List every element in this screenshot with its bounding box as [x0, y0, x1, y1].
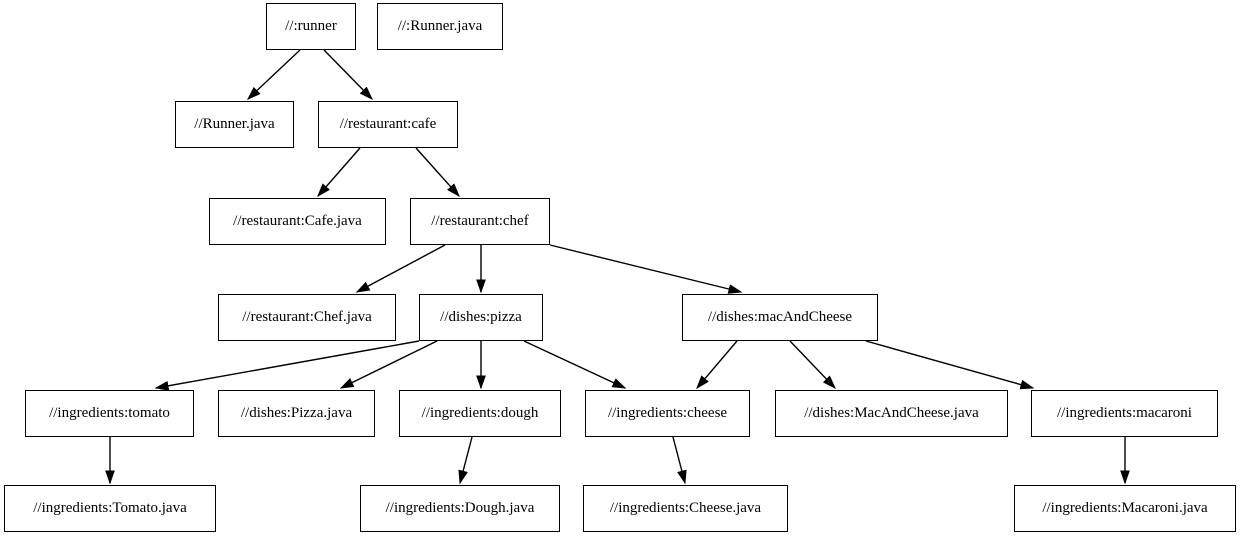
- graph-node-ing_tomato[interactable]: //ingredients:tomato: [25, 390, 194, 437]
- graph-node-dishes_mac[interactable]: //dishes:macAndCheese: [682, 294, 878, 341]
- graph-node-dough_java[interactable]: //ingredients:Dough.java: [360, 485, 560, 532]
- graph-edge-runner-to-restaurant_cafe: [323, 49, 373, 101]
- graph-node-label: //ingredients:tomato: [49, 405, 170, 421]
- graph-node-cafe_java[interactable]: //restaurant:Cafe.java: [209, 198, 386, 245]
- graph-node-ing_cheese[interactable]: //ingredients:cheese: [585, 390, 750, 437]
- graph-node-label: //restaurant:chef: [431, 213, 529, 229]
- graph-node-label: //dishes:pizza: [440, 309, 522, 325]
- graph-edge-dishes_pizza-to-pizza_java: [339, 340, 438, 389]
- graph-node-ing_macaroni[interactable]: //ingredients:macaroni: [1031, 390, 1218, 437]
- graph-node-pizza_java[interactable]: //dishes:Pizza.java: [218, 390, 375, 437]
- graph-node-label: //restaurant:Cafe.java: [233, 213, 362, 229]
- graph-node-label: //:runner: [285, 18, 337, 34]
- graph-node-label: //ingredients:Dough.java: [385, 500, 535, 516]
- graph-node-cheese_java[interactable]: //ingredients:Cheese.java: [583, 485, 788, 532]
- graph-edge-ing_dough-to-dough_java: [458, 436, 473, 485]
- graph-edge-restaurant_cafe-to-restaurant_chef: [415, 147, 460, 198]
- graph-edge-restaurant_cafe-to-cafe_java: [317, 147, 361, 198]
- graph-node-label: //ingredients:Macaroni.java: [1042, 500, 1208, 516]
- graph-node-label: //Runner.java: [194, 116, 275, 132]
- graph-node-runner[interactable]: //:runner: [266, 3, 356, 50]
- graph-node-mac_java[interactable]: //dishes:MacAndCheese.java: [775, 390, 1008, 437]
- graph-node-root_runner_java[interactable]: //:Runner.java: [377, 3, 503, 50]
- graph-node-label: //ingredients:Tomato.java: [33, 500, 187, 516]
- graph-edge-restaurant_chef-to-chef_java: [355, 244, 446, 293]
- graph-node-macaroni_java[interactable]: //ingredients:Macaroni.java: [1014, 485, 1236, 532]
- graph-edge-dishes_mac-to-ing_macaroni: [865, 340, 1035, 390]
- graph-node-runner_java[interactable]: //Runner.java: [175, 101, 294, 148]
- graph-edge-runner-to-runner_java: [246, 49, 301, 100]
- graph-node-chef_java[interactable]: //restaurant:Chef.java: [218, 294, 396, 341]
- graph-edge-dishes_mac-to-mac_java: [789, 340, 836, 390]
- graph-node-tomato_java[interactable]: //ingredients:Tomato.java: [4, 485, 216, 532]
- graph-edge-ing_cheese-to-cheese_java: [672, 436, 687, 485]
- graph-node-restaurant_chef[interactable]: //restaurant:chef: [410, 198, 550, 245]
- graph-node-label: //ingredients:Cheese.java: [609, 500, 762, 516]
- graph-edge-dishes_pizza-to-ing_tomato: [154, 340, 420, 391]
- graph-edge-dishes_pizza-to-ing_cheese: [523, 340, 627, 389]
- graph-node-label: //restaurant:Chef.java: [242, 309, 372, 325]
- edge-group: [105, 49, 1130, 485]
- graph-node-label: //dishes:Pizza.java: [240, 405, 353, 421]
- graph-node-label: //ingredients:macaroni: [1057, 405, 1192, 421]
- graph-edge-restaurant_chef-to-dishes_mac: [549, 244, 743, 294]
- graph-node-label: //dishes:macAndCheese: [707, 309, 853, 325]
- graph-node-label: //ingredients:dough: [421, 405, 539, 421]
- graph-node-label: //dishes:MacAndCheese.java: [804, 405, 979, 421]
- graph-node-restaurant_cafe[interactable]: //restaurant:cafe: [318, 101, 458, 148]
- graph-node-label: //restaurant:cafe: [339, 116, 437, 132]
- graph-node-label: //:Runner.java: [397, 18, 483, 34]
- graph-node-label: //ingredients:cheese: [607, 405, 728, 421]
- graph-node-dishes_pizza[interactable]: //dishes:pizza: [419, 294, 543, 341]
- graph-edge-dishes_mac-to-ing_cheese: [696, 340, 738, 390]
- graph-node-ing_dough[interactable]: //ingredients:dough: [399, 390, 561, 437]
